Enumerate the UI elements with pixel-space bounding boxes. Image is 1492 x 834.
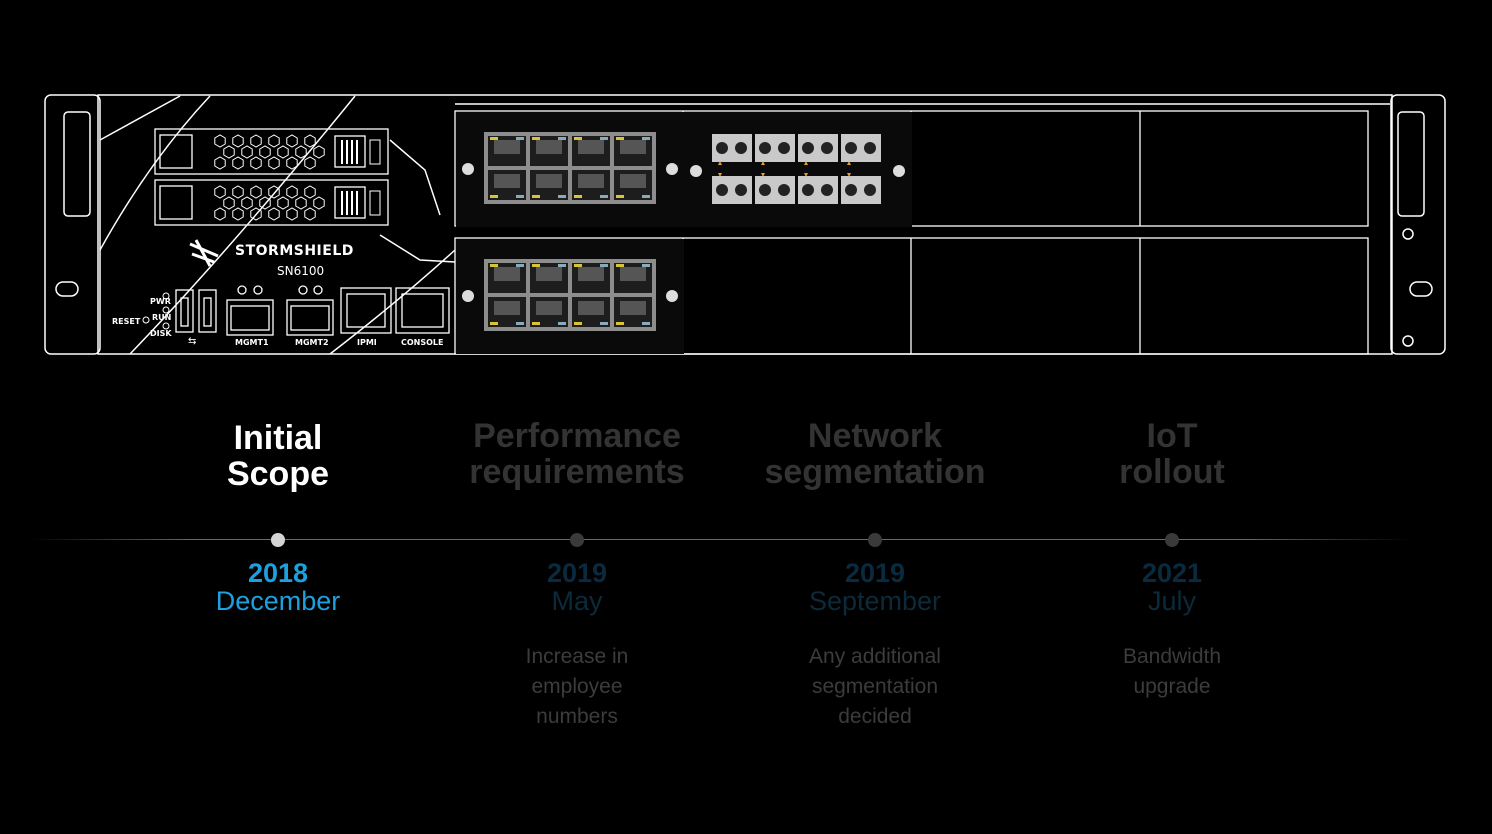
milestone-dot[interactable] — [1165, 533, 1179, 547]
milestone-title-line2: segmentation — [764, 453, 986, 491]
milestone-description: Bandwidth upgrade — [1122, 645, 1222, 698]
svg-text:⇆: ⇆ — [188, 336, 196, 347]
svg-text:MGMT2: MGMT2 — [295, 338, 329, 347]
milestone-month: September — [808, 586, 942, 616]
milestone-title-line2: Scope — [226, 455, 330, 493]
svg-text:MGMT1: MGMT1 — [235, 338, 269, 347]
milestone-description: Any additional segmentation decided — [809, 645, 941, 728]
milestone-year: 2021 — [1141, 558, 1203, 588]
milestone-dot[interactable] — [570, 533, 584, 547]
brand-name: STORMSHIELD — [235, 243, 354, 259]
milestone-dot[interactable] — [271, 533, 285, 547]
svg-text:RUN: RUN — [152, 313, 171, 322]
svg-text:IPMI: IPMI — [357, 338, 377, 347]
svg-text:RESET: RESET — [112, 317, 141, 326]
milestone-title-line2: rollout — [1119, 453, 1225, 491]
milestone-year: 2018 — [247, 558, 309, 588]
svg-text:PWR: PWR — [150, 297, 171, 306]
svg-text:DISK: DISK — [150, 329, 172, 338]
milestone-title-line2: requirements — [469, 453, 685, 491]
model-name: SN6100 — [277, 264, 324, 278]
milestone-year: 2019 — [546, 558, 608, 588]
milestone-description: Increase in employee numbers — [525, 645, 629, 728]
svg-text:CONSOLE: CONSOLE — [401, 338, 444, 347]
timeline-axis — [30, 539, 1410, 540]
appliance-illustration: STORMSHIELD SN6100 PWR RUN DISK RESET us… — [44, 94, 1446, 355]
milestone-month: May — [551, 586, 603, 616]
milestone-year: 2019 — [844, 558, 906, 588]
milestone-month: December — [215, 586, 341, 616]
milestone-title-line1: Initial — [233, 419, 323, 457]
milestone-dot[interactable] — [868, 533, 882, 547]
milestone-title-line1: IoT — [1146, 417, 1198, 455]
milestone-title-line1: Performance — [473, 417, 681, 455]
milestone-title-line1: Network — [807, 417, 943, 455]
milestone-month: July — [1147, 586, 1196, 616]
